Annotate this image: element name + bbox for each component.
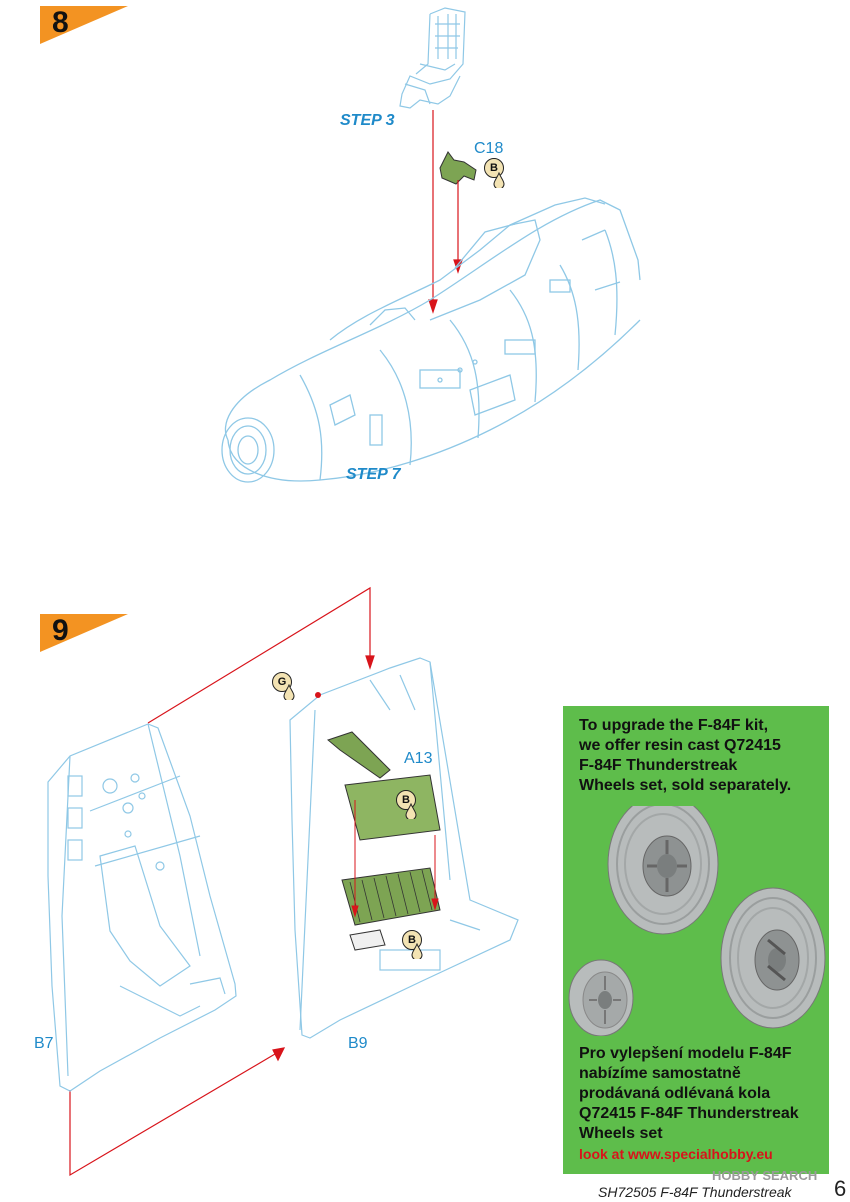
step9-badge — [40, 614, 128, 652]
glue-drop-icon — [283, 684, 295, 700]
glue-drop-icon — [405, 803, 417, 819]
promo-czech-line-1: Pro vylepšení modelu F-84F — [579, 1045, 792, 1062]
step8-number: 8 — [52, 6, 69, 39]
promo-czech-line-3: prodávaná odlévaná kola — [579, 1085, 771, 1102]
promo-english-line-4: Wheels set, sold separately. — [579, 777, 792, 794]
part-b7-drawing — [47, 723, 237, 1092]
promo-czech-line-4: Q72415 F-84F Thunderstreak — [579, 1105, 799, 1122]
step9-arrows — [69, 586, 375, 1177]
step3-reference: STEP 3 — [340, 112, 395, 129]
part-b7-label: B7 — [34, 1035, 54, 1052]
step7-reference: STEP 7 — [346, 466, 401, 483]
glue-drop-icon — [411, 943, 423, 959]
resin-wheels-image — [568, 806, 826, 1036]
part-c18-drawing — [439, 151, 477, 185]
hobby-search-watermark: HOBBY SEARCH — [712, 1168, 818, 1183]
specialhobby-link[interactable]: look at www.specialhobby.eu — [579, 1146, 773, 1162]
part-b9-label: B9 — [348, 1035, 368, 1052]
promo-english-line-1: To upgrade the F-84F kit, — [579, 717, 769, 734]
part-c18-label: C18 — [474, 140, 504, 157]
ejection-seat-drawing — [399, 7, 466, 109]
promo-czech-line-5: Wheels set — [579, 1125, 663, 1142]
footer-kit-name: SH72505 F-84F Thunderstreak — [598, 1184, 792, 1200]
promo-english-line-2: we offer resin cast Q72415 — [579, 737, 781, 754]
page-number: 6 — [834, 1176, 847, 1201]
step9-number: 9 — [52, 614, 69, 647]
part-a13-label: A13 — [404, 750, 433, 767]
promo-box: To upgrade the F-84F kit, we offer resin… — [563, 706, 829, 1174]
promo-czech-line-2: nabízíme samostatně — [579, 1065, 741, 1082]
step8-badge — [40, 6, 128, 44]
promo-english-line-3: F-84F Thunderstreak — [579, 757, 738, 774]
fuselage-drawing — [221, 197, 641, 483]
part-b9-drawing — [289, 657, 519, 1039]
callout-g: G — [272, 672, 292, 692]
glue-drop-icon — [493, 172, 505, 188]
